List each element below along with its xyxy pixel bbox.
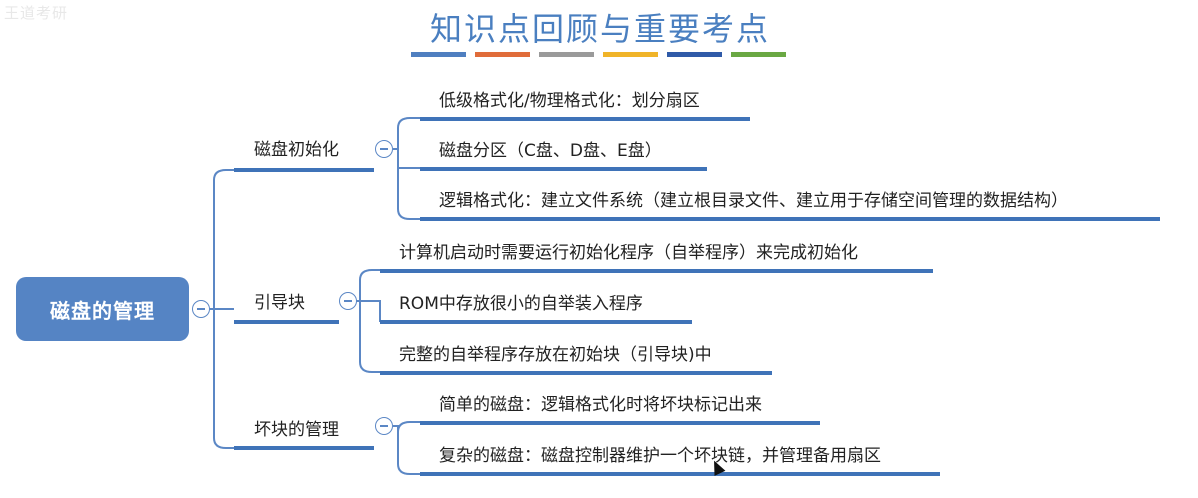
title-bar	[475, 52, 530, 57]
watermark: 王道考研	[4, 4, 69, 22]
boot-block-item-startup[interactable]: 计算机启动时需要运行初始化程序（自举程序）来完成初始化	[399, 243, 858, 263]
leaf-underline	[420, 472, 940, 476]
title-bar	[539, 52, 594, 57]
leaf-underline	[420, 167, 707, 171]
title-bar	[603, 52, 658, 57]
connector-root-badblock	[209, 308, 234, 449]
bad-block-collapse-toggle-icon[interactable]	[375, 417, 393, 435]
connector-boot-1	[356, 269, 380, 302]
branch-boot-block-label[interactable]: 引导块	[254, 293, 305, 313]
root-node[interactable]: 磁盘的管理	[16, 277, 189, 341]
disk-init-item-logical-format[interactable]: 逻辑格式化：建立文件系统（建立根目录文件、建立用于存储空间管理的数据结构）	[439, 191, 1068, 211]
boot-block-item-rom[interactable]: ROM中存放很小的自举装入程序	[399, 294, 643, 314]
connector-boot-2	[356, 300, 381, 322]
connector-init-3	[393, 148, 420, 220]
bad-block-item-complex-disk[interactable]: 复杂的磁盘：磁盘控制器维护一个坏块链，并管理备用扇区	[439, 446, 881, 466]
leaf-underline	[420, 117, 750, 121]
leaf-underline	[380, 269, 933, 273]
page-title: 知识点回顾与重要考点	[429, 10, 770, 48]
leaf-underline	[380, 371, 772, 375]
root-collapse-toggle-icon[interactable]	[192, 300, 210, 318]
branch-disk-init-label[interactable]: 磁盘初始化	[254, 140, 339, 160]
connector-root-init	[209, 169, 234, 310]
leaf-underline	[420, 421, 820, 425]
leaf-underline	[380, 320, 692, 324]
title-bar	[411, 52, 466, 57]
boot-block-collapse-toggle-icon[interactable]	[339, 292, 357, 310]
disk-init-item-low-level-format[interactable]: 低级格式化/物理格式化：划分扇区	[439, 91, 700, 111]
connector-badblock-2	[393, 425, 420, 475]
boot-block-item-full-bootstrap[interactable]: 完整的自举程序存放在初始块（引导块)中	[399, 345, 712, 365]
connector-init-1	[393, 117, 420, 150]
title-bar	[667, 52, 722, 57]
title-bar	[731, 52, 786, 57]
branch-underline	[234, 446, 374, 450]
leaf-underline	[420, 217, 1160, 221]
disk-init-collapse-toggle-icon[interactable]	[375, 140, 393, 158]
disk-init-item-partition[interactable]: 磁盘分区（C盘、D盘、E盘）	[439, 141, 662, 161]
branch-underline	[234, 320, 339, 324]
bad-block-item-simple-disk[interactable]: 简单的磁盘：逻辑格式化时将坏块标记出来	[439, 395, 762, 415]
branch-bad-block-label[interactable]: 坏块的管理	[254, 420, 339, 440]
connector-boot-3	[356, 300, 380, 373]
branch-underline	[234, 168, 374, 172]
